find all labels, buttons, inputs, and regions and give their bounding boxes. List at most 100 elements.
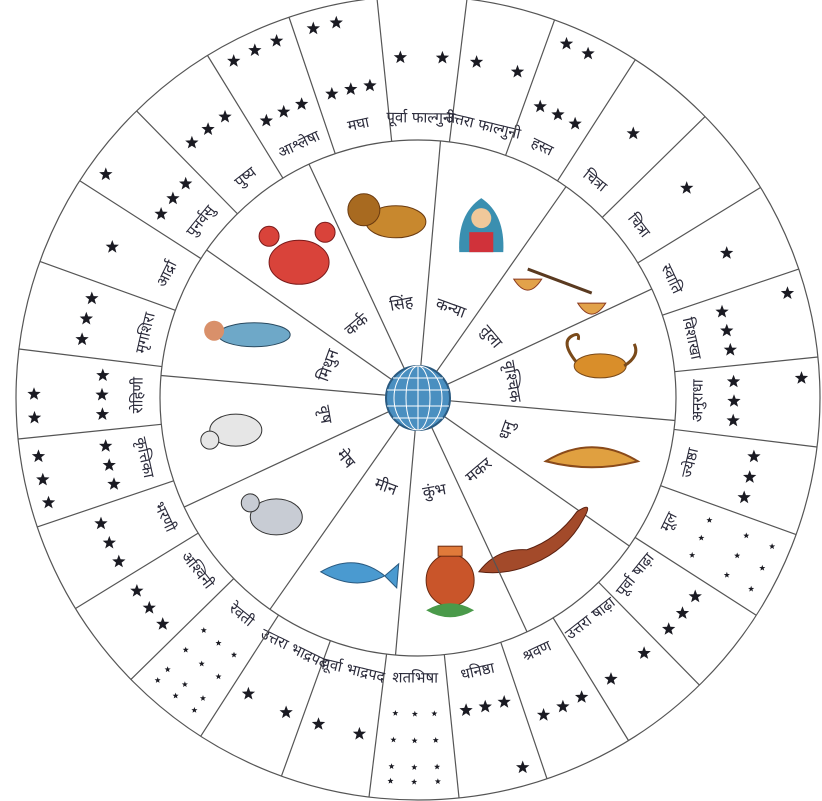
nakshatra-sector: मूल [656, 486, 796, 592]
nakshatra-divider [444, 655, 459, 798]
nakshatra-label: पूर्वा फाल्गुनी [386, 108, 456, 128]
nakshatra-label: कृत्तिका [131, 435, 159, 480]
rashi-sector: वृष [184, 404, 389, 507]
star-icon [537, 708, 550, 721]
rashi-divider [421, 141, 441, 366]
nakshatra-label: उत्तरा भाद्रपद [258, 625, 332, 674]
aries-ram-icon [241, 494, 302, 535]
star-icon [720, 324, 733, 337]
nakshatra-sector: शतभिषा [388, 655, 460, 798]
rashi-sector: वृश्चिक [447, 289, 652, 405]
nakshatra-sector: आश्लेषा [208, 34, 324, 178]
star-icon [27, 387, 40, 400]
star-icon [394, 51, 407, 64]
star-icon [479, 700, 492, 713]
nakshatra-sector: पूर्वा षाढ़ा [612, 537, 756, 634]
star-icon [179, 177, 192, 190]
nakshatra-label: मृगशिरा [132, 309, 160, 355]
nakshatra-label: उत्तरा षाढ़ा [562, 593, 620, 644]
nakshatra-label: पुनर्वसु [182, 201, 220, 241]
nakshatra-label: पुष्य [231, 163, 261, 192]
star-icon [96, 407, 109, 420]
star-icon [627, 127, 640, 140]
star-icon [99, 439, 112, 452]
star-icon [143, 601, 156, 614]
nakshatra-sector: आर्द्रा [40, 240, 181, 310]
nakshatra-label: ज्येष्ठा [678, 445, 703, 479]
star-icon [42, 496, 55, 509]
nakshatra-label: आर्द्रा [152, 257, 181, 290]
nakshatra-divider [131, 579, 234, 680]
nakshatra-sector: रेवती [155, 599, 279, 737]
star-icon [434, 764, 440, 770]
star-icon [32, 449, 45, 462]
nakshatra-divider [506, 20, 555, 155]
star-icon [715, 305, 728, 318]
star-icon [103, 458, 116, 471]
star-icon [435, 778, 441, 784]
libra-scales-icon [514, 269, 606, 314]
aquarius-pot-icon [426, 546, 474, 617]
nakshatra-label: आश्लेषा [275, 126, 324, 162]
nakshatra-divider [137, 111, 238, 214]
star-icon [392, 710, 398, 716]
star-icon [551, 108, 564, 121]
nakshatra-sector: अनुराधा [675, 357, 818, 426]
virgo-maiden-icon [459, 198, 503, 252]
star-icon [363, 79, 376, 92]
nakshatra-divider [661, 486, 796, 535]
rashi-label: मिथुन [313, 345, 343, 384]
star-icon [94, 517, 107, 530]
nakshatra-sector: कृत्तिका [32, 435, 174, 527]
star-icon [96, 368, 109, 381]
star-icon [743, 470, 756, 483]
nakshatra-divider [501, 642, 547, 778]
rashi-divider [161, 376, 386, 396]
star-icon [511, 65, 524, 78]
rashi-divider [450, 401, 675, 421]
nakshatra-label: शतभिषा [392, 668, 439, 686]
star-icon [738, 491, 751, 504]
leo-lion-icon [348, 194, 426, 238]
nakshatra-label: भरणी [150, 499, 180, 536]
star-icon [85, 292, 98, 305]
nakshatra-label: हस्त [528, 133, 556, 159]
rashi-sector: कर्क [207, 222, 392, 379]
star-icon [277, 105, 290, 118]
star-icon [734, 553, 740, 559]
star-icon [516, 761, 529, 774]
star-icon [662, 622, 675, 635]
star-icon [748, 586, 754, 592]
nakshatra-sector: ज्येष्ठा [674, 429, 817, 503]
star-icon [727, 414, 740, 427]
nakshatra-sector: चित्रा [557, 60, 639, 196]
star-icon [556, 700, 569, 713]
star-icon [106, 240, 119, 253]
star-icon [107, 477, 120, 490]
star-icon [534, 100, 547, 113]
taurus-bull-icon [201, 414, 262, 449]
star-icon [215, 673, 221, 679]
nakshatra-label: श्रवण [519, 636, 555, 665]
star-icon [698, 535, 704, 541]
star-icon [759, 565, 765, 571]
star-icon [412, 737, 418, 743]
star-icon [769, 543, 775, 549]
nakshatra-sector: चित्रा [602, 117, 705, 242]
rashi-label: सिंह [388, 292, 415, 315]
star-icon [200, 695, 206, 701]
nakshatra-label: चित्रा [624, 210, 655, 242]
star-icon [154, 207, 167, 220]
rashi-label: मकर [461, 453, 495, 486]
star-icon [706, 517, 712, 523]
nakshatra-label: रोहिणी [128, 376, 146, 414]
star-icon [781, 286, 794, 299]
nakshatra-sector: धनिष्ठा [459, 642, 547, 778]
nakshatra-sector: पूर्वा फाल्गुनी [377, 0, 456, 141]
nakshatra-divider [208, 56, 283, 179]
rashi-label: वृष [314, 404, 337, 426]
star-icon [389, 763, 395, 769]
nakshatra-divider [638, 188, 761, 263]
star-icon [242, 687, 255, 700]
